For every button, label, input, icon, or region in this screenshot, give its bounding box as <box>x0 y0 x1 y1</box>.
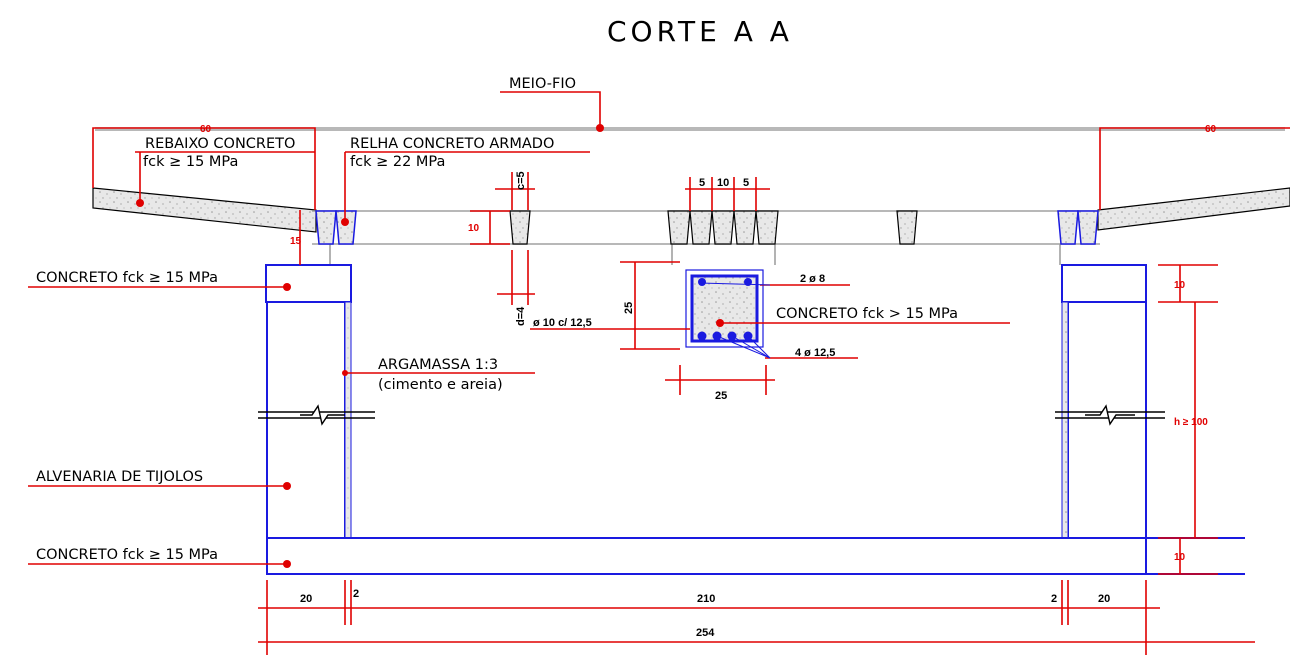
label-alvenaria: ALVENARIA DE TIJOLOS <box>36 469 203 485</box>
label-argamassa-line1: ARGAMASSA 1:3 <box>378 357 498 373</box>
left-mortar-layer <box>344 301 352 539</box>
dim-beam-5a: 5 <box>699 177 705 189</box>
label-argamassa-line2: (cimento e areia) <box>378 377 503 393</box>
label-relha-line2: fck ≥ 22 MPa <box>350 154 445 170</box>
label-concreto-bottom: CONCRETO fck ≥ 15 MPa <box>36 547 218 563</box>
label-bar-bottom: 4 ø 12,5 <box>795 347 835 359</box>
dim-beam-25-w: 25 <box>715 390 727 402</box>
right-brick-wall <box>1067 301 1147 539</box>
label-rebaixo-line2: fck ≥ 15 MPa <box>143 154 238 170</box>
grate-bars <box>315 210 1099 245</box>
dim-bottom-20-left: 20 <box>300 593 312 605</box>
dim-left-60: 60 <box>200 124 212 135</box>
right-top-concrete-cap <box>1061 264 1147 303</box>
dim-right-60: 60 <box>1205 124 1217 135</box>
right-mortar-layer <box>1061 301 1069 539</box>
leader-lines <box>28 91 1010 565</box>
right-break-symbol <box>1055 404 1165 426</box>
right-sloped-slab <box>1097 187 1290 231</box>
dim-grate-d4: d=4 <box>515 306 527 326</box>
beam-section-detail <box>685 269 764 348</box>
dim-bottom-2-right: 2 <box>1051 593 1057 605</box>
dim-bottom-20-right: 20 <box>1098 593 1110 605</box>
dim-beam-10: 10 <box>717 177 729 189</box>
dim-left-15: 15 <box>290 236 302 247</box>
label-relha-line1: RELHA CONCRETO ARMADO <box>350 136 554 152</box>
dim-bottom-2-left: 2 <box>353 588 359 600</box>
bottom-concrete-slab <box>266 537 1147 575</box>
dim-bottom-210: 210 <box>697 593 715 605</box>
label-rebaixo-line1: REBAIXO CONCRETO <box>145 136 295 152</box>
leader-dots <box>136 124 724 568</box>
dim-bottom-254: 254 <box>696 627 715 639</box>
left-break-symbol <box>258 404 375 426</box>
label-bar-top: 2 ø 8 <box>800 273 825 285</box>
dim-right-10-top: 10 <box>1174 280 1186 291</box>
drawing-title: CORTE A A <box>607 15 793 48</box>
dim-grate-c5: c=5 <box>515 171 527 190</box>
left-sloped-slab <box>92 187 317 233</box>
dimension-lines <box>92 127 1290 655</box>
dim-beam-5b: 5 <box>743 177 749 189</box>
left-top-concrete-cap <box>265 264 352 303</box>
label-meio-fio: MEIO-FIO <box>509 76 576 92</box>
left-brick-wall <box>266 301 346 539</box>
dim-right-h: h ≥ 100 <box>1174 417 1208 428</box>
label-concreto-top: CONCRETO fck ≥ 15 MPa <box>36 270 218 286</box>
label-stirrup: ø 10 c/ 12,5 <box>533 317 592 329</box>
dim-grate-10: 10 <box>468 223 480 234</box>
dim-right-10-bottom: 10 <box>1174 552 1186 563</box>
dim-beam-25-h: 25 <box>623 302 635 314</box>
label-concreto-beam: CONCRETO fck > 15 MPa <box>776 306 958 322</box>
